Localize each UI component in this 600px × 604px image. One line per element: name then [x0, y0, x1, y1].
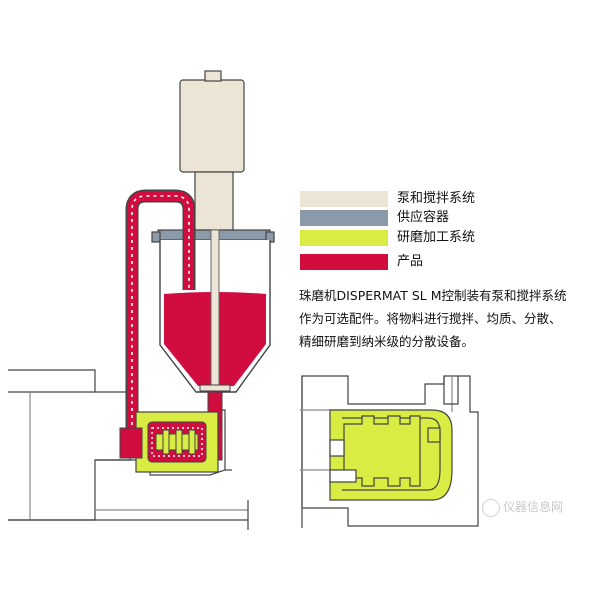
legend-label-container: 供应容器 — [397, 210, 450, 225]
legend-swatch-product — [300, 254, 388, 270]
inlet-block — [119, 427, 143, 459]
watermark-text: 仪器信息网 — [503, 500, 564, 514]
legend-item-container: 供应容器 — [300, 210, 590, 226]
description-line: 作为可选配件。将物料进行搅拌、均质、分散、 — [299, 311, 562, 326]
legend-swatch-container — [300, 210, 388, 226]
watermark: 仪器信息网 — [482, 498, 563, 517]
detail-view — [300, 375, 479, 528]
stirrer-disk — [199, 384, 231, 392]
description-text: 珠磨机DISPERMAT SL M控制装有泵和搅拌系统 作为可选配件。将物料进行… — [299, 284, 599, 353]
legend-swatch-milling — [300, 230, 388, 246]
milling-chamber — [135, 411, 219, 473]
legend-item-milling: 研磨加工系统 — [300, 230, 590, 246]
legend-label-pump: 泵和搅拌系统 — [397, 191, 476, 206]
description-line: 精细研磨到纳米级的分散设备。 — [299, 334, 475, 349]
legend-item-product: 产品 — [300, 254, 590, 270]
description-line: 珠磨机DISPERMAT SL M控制装有泵和搅拌系统 — [299, 288, 567, 303]
stirrer-shaft — [210, 229, 220, 389]
legend-item-pump: 泵和搅拌系统 — [300, 191, 590, 207]
legend-swatch-pump — [300, 191, 388, 207]
motor — [179, 70, 245, 231]
legend-label-product: 产品 — [397, 254, 424, 269]
legend-label-milling: 研磨加工系统 — [397, 230, 476, 245]
watermark-logo-icon — [482, 498, 500, 517]
